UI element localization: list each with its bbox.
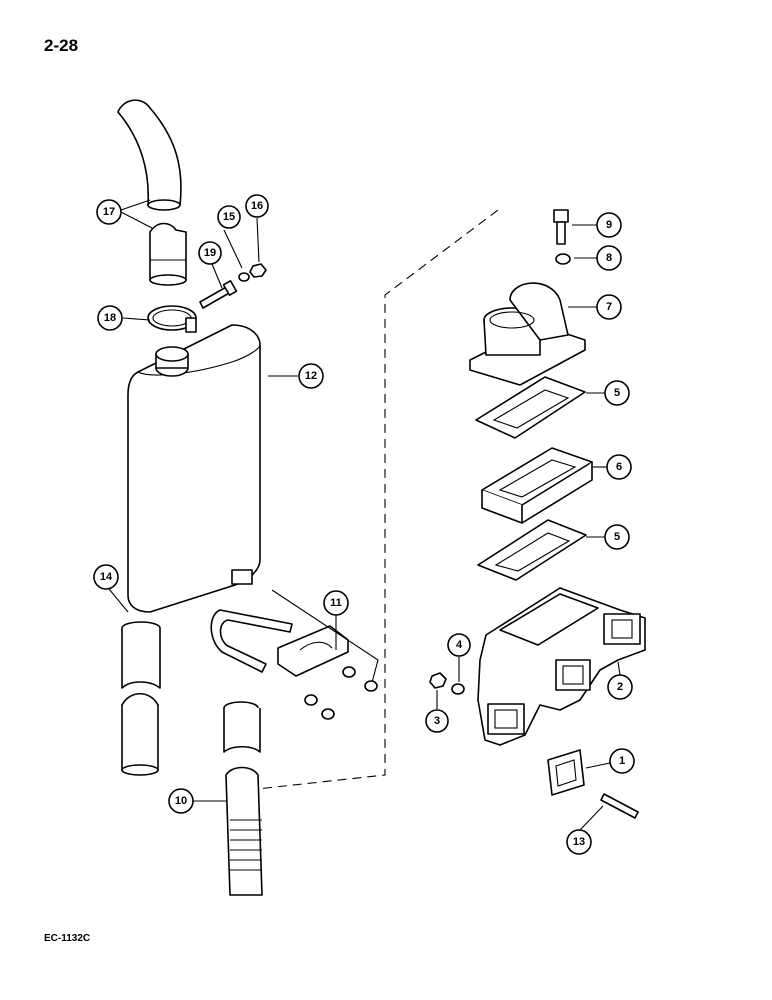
assembly-dashed-line (247, 209, 499, 895)
manifold-stud (600, 793, 639, 819)
clamp-nuts (304, 666, 378, 720)
callout-15: 15 (217, 205, 241, 229)
svg-text:4: 4 (456, 639, 463, 651)
callout-5-lower: 5 (604, 524, 630, 550)
gasket-lower (477, 519, 587, 581)
callout-18: 18 (97, 305, 123, 331)
callout-5-upper: 5 (604, 380, 630, 406)
callout-17: 17 (96, 199, 122, 225)
flange-washer (555, 253, 571, 265)
svg-text:12: 12 (305, 370, 317, 382)
muffler (127, 324, 261, 613)
svg-text:5: 5 (614, 531, 620, 543)
hex-nut (249, 263, 267, 278)
flange-bolt (553, 209, 569, 245)
page-number: 2-28 (44, 36, 79, 55)
inlet-pipe (121, 621, 161, 689)
callout-14: 14 (93, 564, 119, 590)
lock-washer (238, 272, 250, 282)
svg-text:18: 18 (104, 312, 116, 324)
svg-text:6: 6 (616, 461, 622, 473)
u-bolt (210, 609, 293, 673)
pipe-adapter-lower (121, 692, 159, 776)
svg-text:2: 2 (617, 681, 623, 693)
exhaust-manifold (477, 587, 646, 746)
callout-9: 9 (596, 212, 622, 238)
callout-11: 11 (323, 590, 349, 616)
pipe-adapter-upper (149, 222, 187, 286)
svg-text:5: 5 (614, 387, 620, 399)
callout-3: 3 (425, 709, 449, 733)
elbow-tailpipe (117, 99, 182, 211)
callout-8: 8 (596, 245, 622, 271)
bracket-plate (271, 589, 379, 691)
svg-text:8: 8 (606, 252, 612, 264)
sleeve-pipe (223, 701, 261, 753)
callout-19: 19 (198, 241, 222, 265)
leader-lines (108, 199, 621, 831)
svg-text:3: 3 (434, 715, 440, 727)
callout-10: 10 (168, 788, 194, 814)
svg-text:10: 10 (175, 795, 187, 807)
band-clamp (147, 305, 197, 333)
document-code: EC-1132C (44, 933, 91, 944)
manifold-washer (451, 683, 465, 695)
svg-text:1: 1 (619, 755, 625, 767)
callout-13: 13 (566, 829, 592, 855)
callout-7: 7 (596, 294, 622, 320)
exhaust-elbow (469, 282, 586, 386)
svg-text:9: 9 (606, 219, 612, 231)
port-gasket (547, 749, 585, 796)
svg-text:11: 11 (330, 597, 342, 609)
threaded-stack-pipe (225, 766, 263, 896)
clamp-bolt (199, 280, 238, 309)
clamp-saddle (277, 625, 349, 677)
callout-6: 6 (606, 454, 632, 480)
callout-1: 1 (609, 748, 635, 774)
manifold-nut (429, 672, 447, 689)
callout-16: 16 (245, 194, 269, 218)
svg-text:19: 19 (204, 247, 216, 259)
svg-text:16: 16 (251, 200, 263, 212)
svg-text:13: 13 (573, 836, 585, 848)
callout-4: 4 (447, 633, 471, 657)
svg-text:7: 7 (606, 301, 612, 313)
svg-text:17: 17 (103, 206, 115, 218)
svg-text:15: 15 (223, 211, 235, 223)
spacer (481, 447, 593, 524)
callout-2: 2 (607, 674, 633, 700)
gasket-upper (475, 376, 586, 439)
callout-12: 12 (298, 363, 324, 389)
svg-text:14: 14 (100, 571, 113, 583)
